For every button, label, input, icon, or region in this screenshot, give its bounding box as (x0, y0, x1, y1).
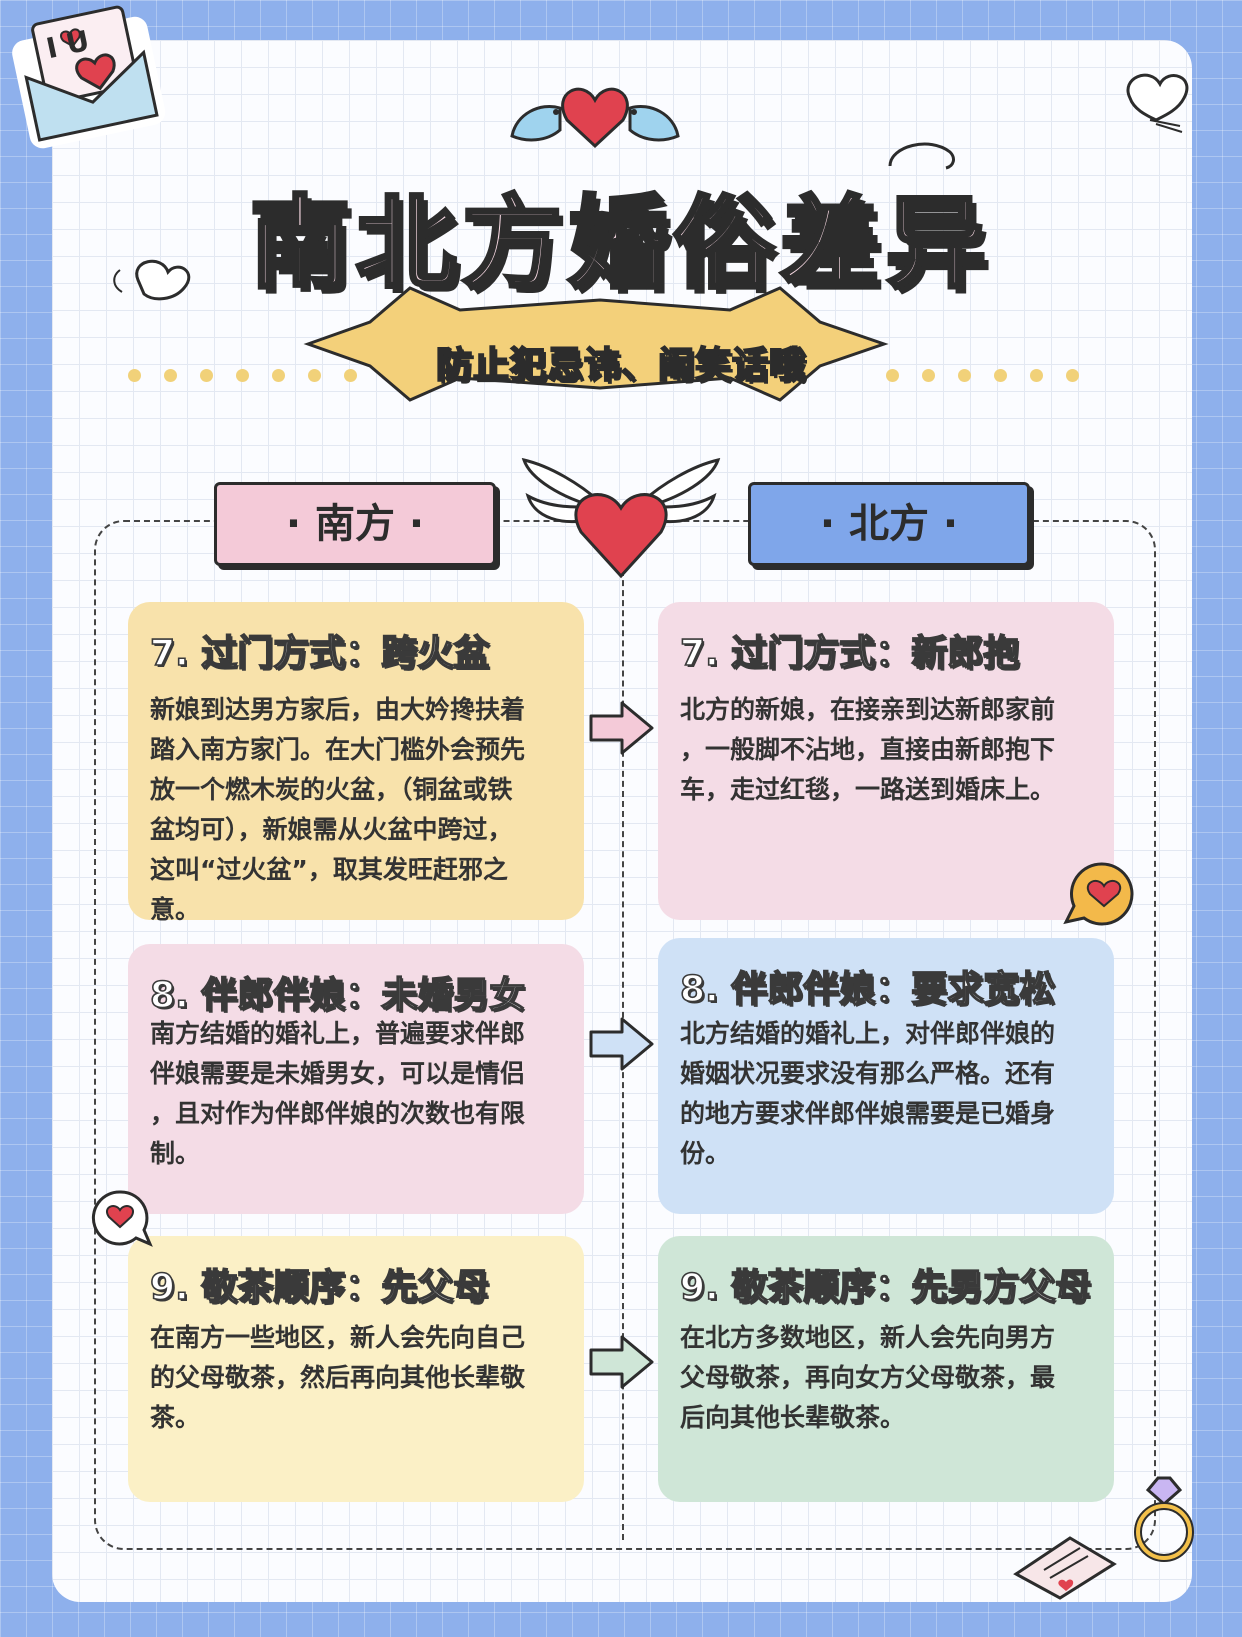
south-card-7-text: 新娘到达男方家后，由大妗搀扶着 踏入南方家门。在大门槛外会预先 放一个燃木炭的火… (150, 695, 526, 924)
north-card-9-title: 9. 敬茶顺序：先男方父母 (679, 1266, 1092, 1309)
heart-bubble-icon (91, 1190, 153, 1247)
arrow-right-icon (589, 1335, 654, 1389)
ring-icon (1134, 1476, 1194, 1562)
arrow-right-icon (589, 1017, 654, 1071)
cloud-doodle-icon (888, 142, 955, 170)
north-tag: · 北方 · (748, 482, 1030, 566)
love-birds-icon (510, 87, 680, 149)
north-card-9-text: 在北方多数地区，新人会先向男方 父母敬茶，再向女方父母敬茶，最 后向其他长辈敬茶… (680, 1323, 1056, 1432)
south-card-9-title: 9. 敬茶顺序：先父母 (149, 1266, 490, 1309)
south-card-8: 8. 伴郎伴娘：未婚男女 南方结婚的婚礼上，普遍要求伴郎 伴娘需要是未婚男女，可… (128, 944, 584, 1214)
heart-bubble-icon (1063, 862, 1134, 926)
south-card-7-title: 7. 过门方式：跨火盆 (149, 632, 490, 675)
winged-heart-icon (1126, 73, 1189, 133)
south-card-8-title: 8. 伴郎伴娘：未婚男女 (149, 974, 526, 1017)
letter-icon (1013, 1536, 1117, 1600)
wing-doodle-icon (113, 259, 191, 301)
north-card-7-title: 7. 过门方式：新郎抱 (679, 632, 1020, 675)
north-card-8: 8. 伴郎伴娘：要求宽松 北方结婚的婚礼上，对伴郎伴娘的 婚姻状况要求没有那么严… (658, 938, 1114, 1214)
north-card-8-title: 8. 伴郎伴娘：要求宽松 (679, 968, 1056, 1011)
subtitle-banner (303, 286, 889, 402)
dot-row-right (886, 368, 1079, 382)
south-card-9-text: 在南方一些地区，新人会先向自己 的父母敬茶，然后再向其他长辈敬 茶。 (150, 1323, 526, 1432)
north-card-9: 9. 敬茶顺序：先男方父母 在北方多数地区，新人会先向男方 父母敬茶，再向女方父… (658, 1236, 1114, 1502)
arrow-right-icon (589, 701, 654, 755)
south-tag: · 南方 · (214, 482, 496, 566)
north-card-7: 7. 过门方式：新郎抱 北方的新娘，在接亲到达新郎家前 ，一般脚不沾地，直接由新… (658, 602, 1114, 920)
south-card-8-text: 南方结婚的婚礼上，普遍要求伴郎 伴娘需要是未婚男女，可以是情侣 ，且对作为伴郎伴… (150, 1019, 526, 1168)
dot-row-left (128, 368, 357, 382)
page-title: 南北方婚俗差异 (248, 183, 992, 304)
north-card-8-text: 北方结婚的婚礼上，对伴郎伴娘的 婚姻状况要求没有那么严格。还有 的地方要求伴郎伴… (680, 1019, 1056, 1168)
south-card-9: 9. 敬茶顺序：先父母 在南方一些地区，新人会先向自己 的父母敬茶，然后再向其他… (128, 1236, 584, 1502)
envelope-icon: I U (12, 5, 166, 149)
south-card-7: 7. 过门方式：跨火盆 新娘到达男方家后，由大妗搀扶着 踏入南方家门。在大门槛外… (128, 602, 584, 924)
subtitle: 防止犯忌讳、闹笑话哦 (435, 344, 806, 387)
winged-heart-center-icon (521, 458, 721, 579)
north-card-7-text: 北方的新娘，在接亲到达新郎家前 ，一般脚不沾地，直接由新郎抱下 车，走过红毯，一… (680, 695, 1056, 804)
